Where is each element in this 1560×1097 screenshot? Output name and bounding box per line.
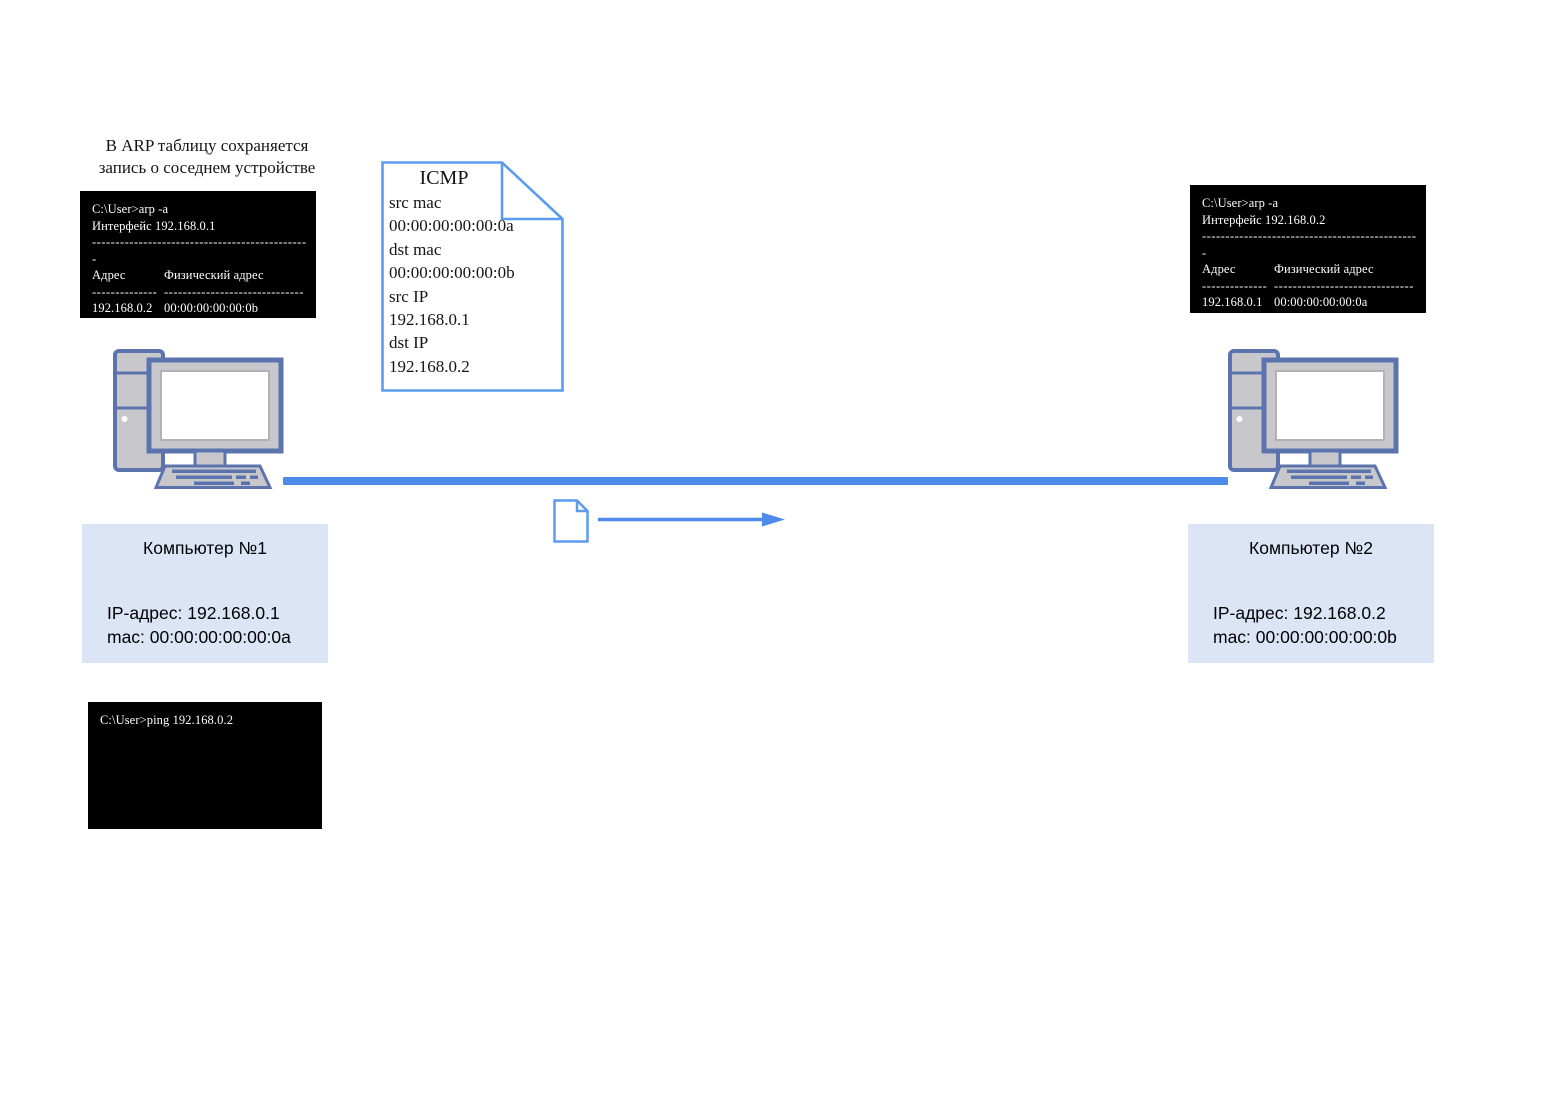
icmp-field: dst mac <box>389 239 442 259</box>
address-header: Адрес <box>92 268 126 282</box>
computer2-info: IP-адрес: 192.168.0.2 mac: 00:00:00:00:0… <box>1188 602 1434 649</box>
file-icon <box>553 499 589 543</box>
terminal-interface-line: Интерфейс 192.168.0.1 <box>92 218 216 233</box>
terminal-prompt-line: C:\User>ping 192.168.0.2 <box>100 713 234 727</box>
computer1-icon <box>110 347 285 492</box>
address-underline: -------------- <box>92 284 158 299</box>
terminal-data-row: 192.168.0.1 00:00:00:00:00:0a <box>1202 294 1418 311</box>
physical-value: 00:00:00:00:00:0a <box>1274 295 1368 309</box>
computer1-ip: IP-адрес: 192.168.0.1 <box>107 603 280 623</box>
icmp-title: ICMP <box>419 167 469 189</box>
arp-note: В ARP таблицу сохраняется запись о сосед… <box>52 135 362 179</box>
computer2-icon <box>1225 347 1400 492</box>
address-header: Адрес <box>1202 262 1236 276</box>
icmp-field: 00:00:00:00:00:0b <box>389 263 515 283</box>
arp-note-line1: В ARP таблицу сохраняется <box>105 136 309 155</box>
terminal-prompt-line: C:\User>arp -a <box>1202 196 1279 210</box>
icmp-field: 192.168.0.1 <box>389 310 470 330</box>
packet-file-icon <box>553 499 589 543</box>
terminal-data-row: 192.168.0.2 00:00:00:00:00:0b <box>92 300 308 317</box>
terminal-separator: ----------------------------------------… <box>1202 229 1417 260</box>
physical-header: Физический адрес <box>164 268 264 282</box>
physical-value: 00:00:00:00:00:0b <box>164 301 259 315</box>
terminal-underline-row: ----------------------------------------… <box>1202 278 1418 295</box>
desktop-computer-icon <box>1228 349 1399 489</box>
address-value: 192.168.0.1 <box>1202 295 1263 309</box>
arp-terminal-computer1: C:\User>arp -a Интерфейс 192.168.0.1 ---… <box>80 191 316 318</box>
terminal-prompt-line: C:\User>arp -a <box>92 202 169 216</box>
desktop-computer-icon <box>113 349 284 489</box>
physical-underline: ------------------------------ <box>164 284 304 299</box>
computer2-title: Компьютер №2 <box>1249 538 1373 558</box>
computer2-mac: mac: 00:00:00:00:00:0b <box>1213 626 1397 647</box>
terminal-underline-row: ----------------------------------------… <box>92 284 308 301</box>
arp-note-line2: запись о соседнем устройстве <box>98 158 316 177</box>
computer1-mac: mac: 00:00:00:00:00:0a <box>107 626 291 647</box>
computer2-label: Компьютер №2 IP-адрес: 192.168.0.2 mac: … <box>1188 524 1434 663</box>
address-value: 192.168.0.2 <box>92 301 153 315</box>
icmp-fields: src mac 00:00:00:00:00:0a dst mac 00:00:… <box>389 191 515 378</box>
terminal-separator: ----------------------------------------… <box>92 235 307 266</box>
address-underline: -------------- <box>1202 278 1268 293</box>
icmp-field: src IP <box>389 286 429 306</box>
terminal-header-row: Адрес Физический адрес <box>1202 261 1418 278</box>
terminal-header-row: Адрес Физический адрес <box>92 267 308 284</box>
icmp-field: 00:00:00:00:00:0a <box>389 216 514 236</box>
ping-terminal: C:\User>ping 192.168.0.2 <box>88 702 322 829</box>
terminal-interface-line: Интерфейс 192.168.0.2 <box>1202 212 1326 227</box>
physical-underline: ------------------------------ <box>1274 278 1414 293</box>
computer1-title: Компьютер №1 <box>143 538 267 558</box>
arp-terminal-computer2: C:\User>arp -a Интерфейс 192.168.0.2 ---… <box>1190 185 1426 313</box>
icmp-field: dst IP <box>389 333 429 353</box>
icmp-field: 192.168.0.2 <box>389 356 470 376</box>
computer1-info: IP-адрес: 192.168.0.1 mac: 00:00:00:00:0… <box>82 602 328 649</box>
network-cable <box>283 477 1228 485</box>
computer2-ip: IP-адрес: 192.168.0.2 <box>1213 603 1386 623</box>
icmp-field: src mac <box>389 193 442 212</box>
computer1-label: Компьютер №1 IP-адрес: 192.168.0.1 mac: … <box>82 524 328 663</box>
icmp-packet-document: ICMP src mac 00:00:00:00:00:0a dst mac 0… <box>381 161 564 392</box>
right-arrow-icon <box>598 512 785 527</box>
document-outline-icon <box>381 161 564 392</box>
transfer-arrow-icon <box>598 510 788 529</box>
physical-header: Физический адрес <box>1274 262 1374 276</box>
